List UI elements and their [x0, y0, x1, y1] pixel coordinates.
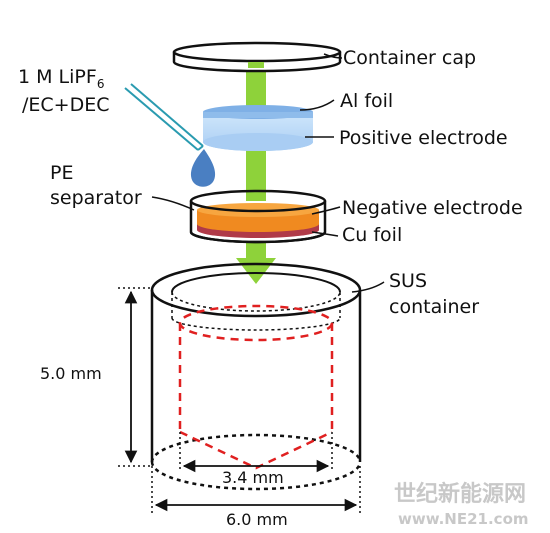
inner-diameter-label: 3.4 mm	[222, 468, 284, 487]
sus-container-label-line1: SUS	[389, 270, 428, 292]
pe-separator-label-line2: separator	[50, 187, 142, 209]
electrolyte-label-line1: 1 M LiPF6	[18, 68, 104, 90]
pe-separator-label-line1: PE	[50, 162, 74, 184]
inner-diameter-dimension	[179, 432, 333, 473]
positive-electrode-stack	[203, 105, 313, 151]
container-cap-leader	[323, 53, 343, 59]
negative-electrode-leader	[311, 206, 341, 215]
sus-container-leader	[351, 281, 385, 293]
negative-electrode-label: Negative electrode	[342, 197, 523, 219]
pipette-icon	[124, 83, 204, 151]
height-dimension	[118, 287, 152, 467]
container-cap-disk	[172, 41, 342, 73]
sus-container	[150, 262, 362, 491]
watermark-chinese: 世纪新能源网	[394, 482, 527, 507]
electrolyte-label-line2: /EC+DEC	[22, 94, 110, 116]
pe-separator-leader	[151, 196, 195, 211]
al-foil-leader	[299, 99, 335, 111]
watermark-url: www.NE21.com	[398, 510, 529, 528]
height-dimension-label: 5.0 mm	[40, 364, 102, 383]
al-foil-label: Al foil	[340, 90, 394, 112]
container-cap-label: Container cap	[343, 47, 477, 69]
electrolyte-droplet-icon	[190, 149, 216, 187]
positive-electrode-label: Positive electrode	[339, 127, 508, 149]
outer-diameter-dimension	[151, 466, 361, 515]
pe-separator-cup	[189, 189, 327, 244]
assembly-arrow	[236, 64, 276, 284]
cu-foil-label: Cu foil	[342, 224, 403, 246]
electrolyte-subscript: 6	[96, 76, 105, 91]
electrolyte-formula: 1 M LiPF	[18, 66, 97, 88]
sus-container-label-line2: container	[389, 296, 480, 318]
cu-foil-leader	[311, 231, 339, 237]
outer-diameter-label: 6.0 mm	[226, 510, 288, 529]
leader-lines	[151, 53, 385, 293]
